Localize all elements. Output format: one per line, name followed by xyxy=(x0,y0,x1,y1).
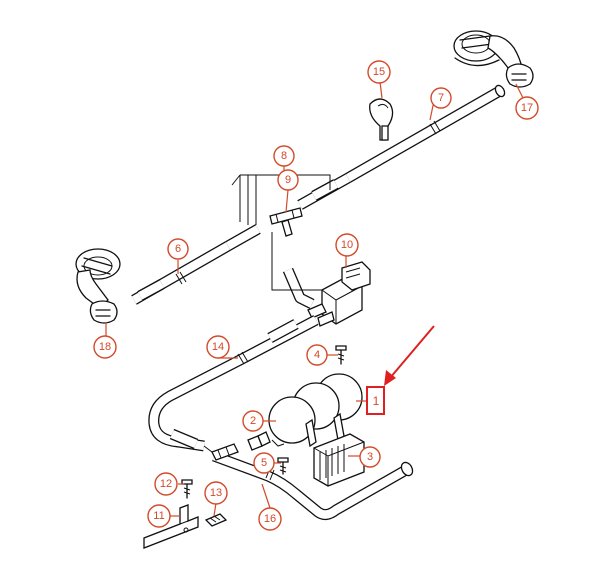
callout-11: 11 xyxy=(147,504,171,528)
washer-nozzle-right xyxy=(453,30,534,88)
callout-7: 7 xyxy=(430,87,452,109)
callout-label-13: 13 xyxy=(210,487,222,499)
callout-label-6: 6 xyxy=(175,243,181,255)
hose-7 xyxy=(345,84,506,183)
callout-8: 8 xyxy=(273,145,295,167)
callout-label-9: 9 xyxy=(285,174,291,186)
washer-nozzle-left xyxy=(75,248,121,324)
callout-18: 18 xyxy=(93,335,117,359)
callout-16: 16 xyxy=(258,507,282,531)
leader-lines xyxy=(105,81,525,517)
t-connector-9 xyxy=(269,207,303,237)
hose-connectors xyxy=(211,431,271,461)
callout-2: 2 xyxy=(242,410,264,432)
callout-5: 5 xyxy=(253,452,275,474)
callout-13: 13 xyxy=(204,481,228,505)
callout-label-11: 11 xyxy=(153,510,164,522)
pump-feed-hose xyxy=(271,232,322,309)
callout-label-2: 2 xyxy=(250,415,256,427)
clip-13 xyxy=(204,513,228,527)
callout-label-1: 1 xyxy=(373,394,380,408)
callout-label-8: 8 xyxy=(281,150,287,162)
callout-4: 4 xyxy=(306,344,328,366)
highlight-box-part-1: 1 xyxy=(366,386,385,415)
bracket-11 xyxy=(143,504,199,549)
screw-5 xyxy=(277,457,289,475)
relay-block-3 xyxy=(313,433,365,487)
callout-6: 6 xyxy=(167,238,189,260)
hose-14 xyxy=(148,315,319,453)
callout-10: 10 xyxy=(335,233,359,257)
callout-17: 17 xyxy=(515,96,539,120)
callout-14: 14 xyxy=(206,335,230,359)
hose-16 xyxy=(212,450,414,521)
hose-8 xyxy=(225,173,351,251)
callout-label-17: 17 xyxy=(521,102,533,114)
callout-label-15: 15 xyxy=(373,66,385,78)
cable-tie-15 xyxy=(369,98,394,141)
callout-label-14: 14 xyxy=(212,341,224,353)
callout-label-16: 16 xyxy=(264,513,276,525)
screw-12 xyxy=(181,479,193,499)
callout-12: 12 xyxy=(154,472,178,496)
callout-label-4: 4 xyxy=(314,349,320,361)
callout-9: 9 xyxy=(277,169,299,191)
callout-3: 3 xyxy=(359,446,381,468)
callout-label-18: 18 xyxy=(99,341,111,353)
washer-pump-10 xyxy=(307,261,371,327)
callout-label-3: 3 xyxy=(367,451,373,463)
callout-15: 15 xyxy=(367,60,391,84)
callout-label-12: 12 xyxy=(160,478,172,490)
washer-reservoir-1 xyxy=(268,373,363,448)
highlight-arrow xyxy=(384,325,435,386)
callout-label-5: 5 xyxy=(261,457,267,469)
hose-6 xyxy=(131,241,231,305)
screw-4 xyxy=(335,345,347,365)
callout-label-10: 10 xyxy=(341,239,353,251)
callout-label-7: 7 xyxy=(438,92,444,104)
